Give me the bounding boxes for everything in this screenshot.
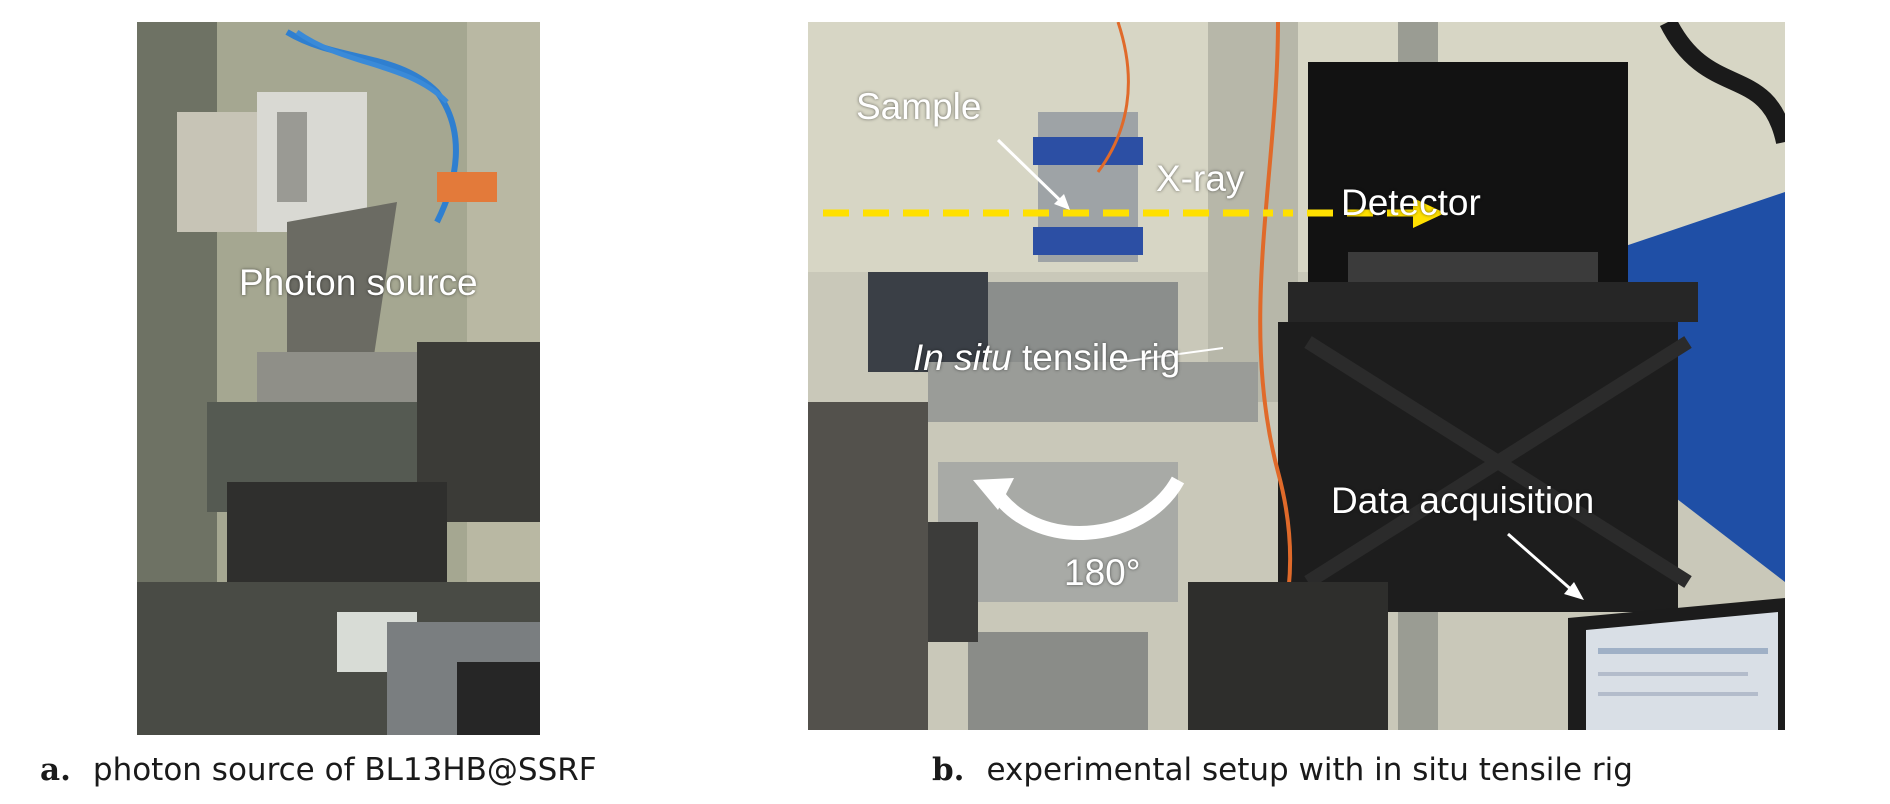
rotation-arc bbox=[987, 476, 1185, 540]
caption-a-text: photon source of BL13HB@SSRF bbox=[92, 752, 597, 788]
rig-pointer-line bbox=[1119, 347, 1224, 363]
sample-pointer-line bbox=[996, 138, 1070, 210]
xray-arrowhead bbox=[1413, 198, 1445, 228]
caption-a: a. photon source of BL13HB@SSRF bbox=[40, 752, 597, 788]
photon-source-photo-drawing bbox=[137, 22, 540, 735]
detector-label: Detector bbox=[1341, 182, 1481, 223]
caption-b: b. experimental setup with in situ tensil… bbox=[932, 752, 1633, 788]
photo-experimental-setup: Sample X-ray Detector In situ tensile ri… bbox=[808, 22, 1785, 730]
rotation-arrowhead bbox=[973, 478, 1014, 510]
xray-label: X-ray bbox=[1156, 158, 1245, 199]
sample-label: Sample bbox=[856, 86, 982, 127]
tensile-rig-label-rest: tensile rig bbox=[1011, 337, 1181, 378]
caption-a-letter: a. bbox=[40, 752, 71, 788]
acquisition-pointer-line bbox=[1507, 532, 1575, 594]
data-acquisition-label: Data acquisition bbox=[1331, 480, 1595, 521]
sample-pointer-arrowhead bbox=[1054, 194, 1070, 210]
rotation-angle-label: 180° bbox=[1064, 552, 1141, 593]
experimental-setup-photo-drawing bbox=[808, 22, 1785, 730]
acquisition-pointer-arrowhead bbox=[1564, 582, 1584, 600]
tensile-rig-label-italic: In situ bbox=[913, 337, 1012, 378]
tensile-rig-label: In situ tensile rig bbox=[913, 337, 1180, 379]
photon-source-label: Photon source bbox=[239, 262, 478, 303]
photo-photon-source: Photon source bbox=[137, 22, 540, 735]
caption-b-text: experimental setup with in situ tensile … bbox=[986, 752, 1633, 788]
caption-b-letter: b. bbox=[932, 752, 965, 788]
